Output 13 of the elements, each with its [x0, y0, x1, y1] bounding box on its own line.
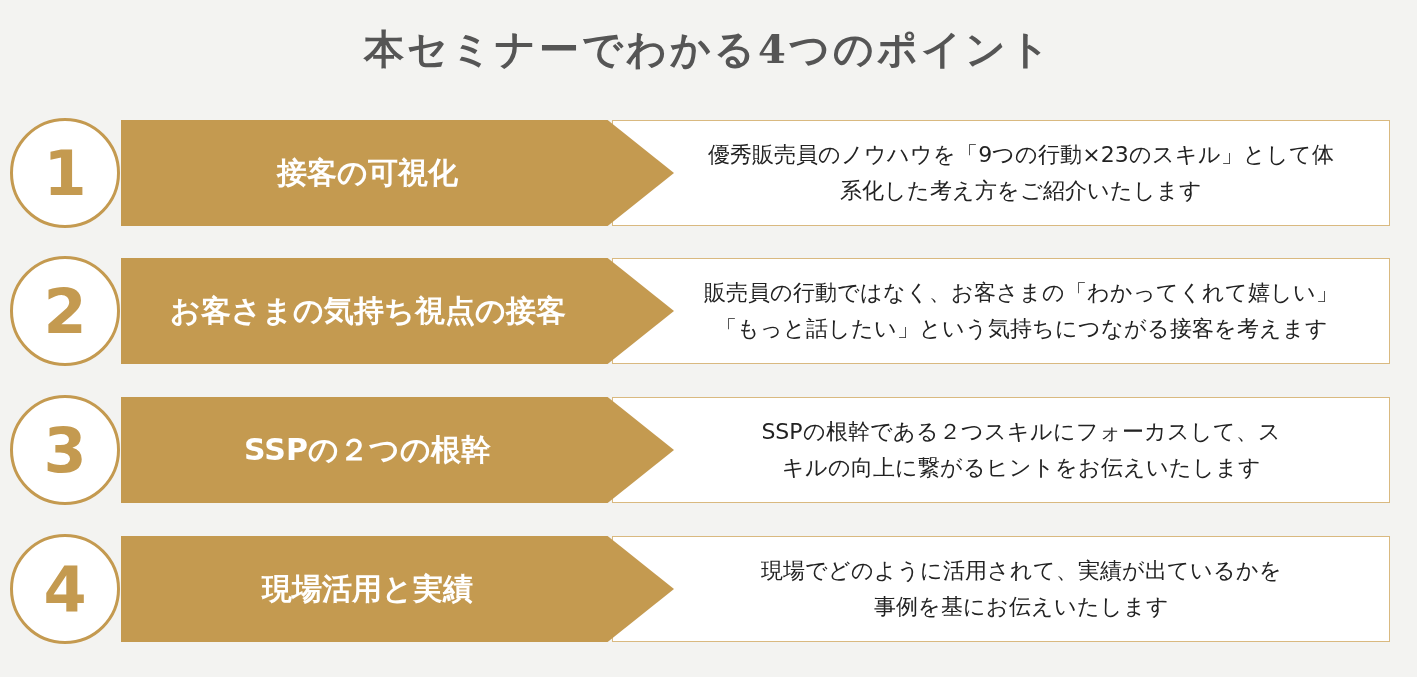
step-number-circle: 3	[10, 395, 120, 505]
step-number-circle: 1	[10, 118, 120, 228]
description-box: 販売員の行動ではなく、お客さまの「わかってくれて嬉しい」「もっと話したい」という気持ちにつながる接客を考えます	[612, 258, 1390, 364]
topic-banner: 接客の可視化	[121, 120, 674, 226]
description-box: 現場でどのように活用されて、実績が出ているかを事例を基にお伝えいたします	[612, 536, 1390, 642]
topic-banner: SSPの２つの根幹	[121, 397, 674, 503]
topic-banner: お客さまの気持ち視点の接客	[121, 258, 674, 364]
page-title: 本セミナーでわかる4つのポイント	[362, 24, 1054, 74]
step-number-circle: 4	[10, 534, 120, 644]
description-box: SSPの根幹である２つスキルにフォーカスして、スキルの向上に繋がるヒントをお伝えいたします	[612, 397, 1390, 503]
description-box: 優秀販売員のノウハウを「9つの行動×23のスキル」として体系化した考え方をご紹介いたします	[612, 120, 1390, 226]
topic-banner: 現場活用と実績	[121, 536, 674, 642]
step-number-circle: 2	[10, 256, 120, 366]
